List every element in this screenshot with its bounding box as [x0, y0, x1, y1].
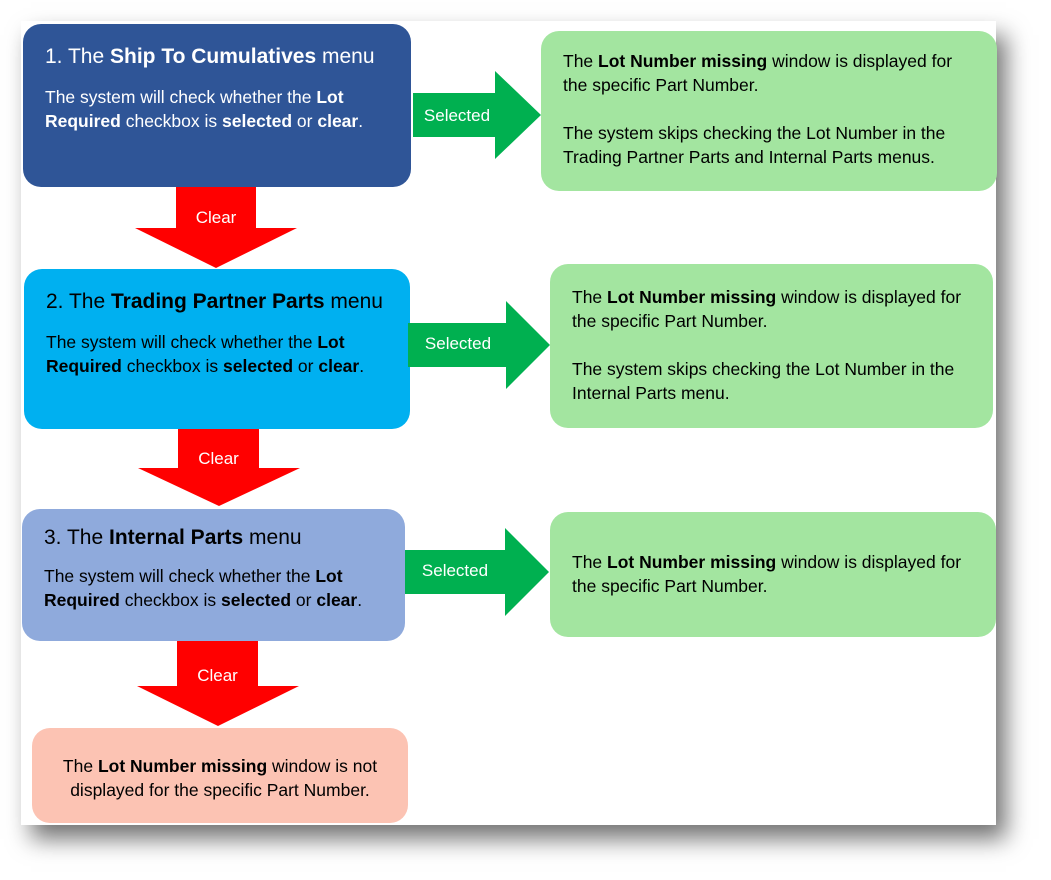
- body-text: .: [357, 590, 363, 610]
- step-3-title: 3. The Internal Parts menu: [44, 523, 383, 552]
- down-arrow-icon: [138, 429, 300, 506]
- outcome-1-box: The Lot Number missing window is display…: [541, 31, 997, 191]
- step-2-trading-partner-parts-box: 2. The Trading Partner Parts menu The sy…: [24, 269, 410, 429]
- outcome-text: The: [572, 287, 608, 307]
- window-name: Lot Number missing: [598, 51, 768, 71]
- diagram-canvas: 1. The Ship To Cumulatives menu The syst…: [21, 21, 997, 825]
- window-name: Lot Number missing: [607, 552, 777, 572]
- clear-arrow-3: Clear: [135, 641, 301, 727]
- title-text: The: [61, 526, 109, 549]
- selected-label: Selected: [423, 106, 491, 125]
- selected-arrow-1: Selected: [413, 71, 543, 159]
- title-text: menu: [324, 290, 383, 313]
- outcome-1-line-1: The Lot Number missing window is display…: [563, 49, 975, 97]
- title-text: menu: [243, 526, 302, 549]
- state-selected: selected: [222, 111, 293, 131]
- outcome-text: window is not displayed for the specific…: [70, 756, 378, 800]
- down-arrow-icon: [137, 641, 299, 726]
- body-text: or: [293, 356, 319, 376]
- outcome-2-line-2: The system skips checking the Lot Number…: [572, 359, 955, 403]
- state-selected: selected: [221, 590, 292, 610]
- clear-arrow-1: Clear: [133, 187, 299, 269]
- final-outcome-box: The Lot Number missing window is not dis…: [32, 728, 408, 823]
- selected-arrow-3: Selected: [405, 528, 551, 616]
- step-number: 3.: [44, 526, 62, 549]
- title-text: menu: [316, 45, 375, 68]
- body-text: The system will check whether the: [44, 566, 316, 586]
- state-selected: selected: [223, 356, 294, 376]
- body-text: The system will check whether the: [46, 332, 318, 352]
- step-3-description: The system will check whether the Lot Re…: [44, 564, 383, 612]
- menu-name: Ship To Cumulatives: [110, 45, 317, 68]
- window-name: Lot Number missing: [607, 287, 777, 307]
- body-text: The system will check whether the: [45, 87, 317, 107]
- title-text: The: [63, 290, 111, 313]
- state-clear: clear: [317, 111, 359, 131]
- right-arrow-icon: [408, 301, 550, 389]
- step-2-title: 2. The Trading Partner Parts menu: [46, 287, 388, 316]
- body-text: checkbox is: [121, 356, 224, 376]
- selected-arrow-2: Selected: [408, 301, 552, 389]
- outcome-text: window is displayed for the specific Par…: [563, 51, 953, 95]
- outcome-1-line-2: The system skips checking the Lot Number…: [563, 123, 946, 167]
- outcome-3-line-1: The Lot Number missing window is display…: [572, 550, 974, 598]
- body-text: .: [359, 356, 365, 376]
- clear-label: Clear: [198, 449, 239, 468]
- final-outcome-text: The Lot Number missing window is not dis…: [46, 754, 394, 802]
- selected-label: Selected: [424, 334, 492, 353]
- body-text: checkbox is: [120, 111, 223, 131]
- step-1-title: 1. The Ship To Cumulatives menu: [45, 42, 389, 71]
- clear-label: Clear: [197, 666, 238, 685]
- menu-name: Trading Partner Parts: [111, 290, 325, 313]
- selected-label: Selected: [421, 561, 489, 580]
- checkbox-name: Lot Required: [46, 332, 345, 376]
- outcome-text: The: [563, 51, 599, 71]
- outcome-2-line-1: The Lot Number missing window is display…: [572, 285, 971, 333]
- clear-arrow-2: Clear: [136, 429, 302, 507]
- right-arrow-icon: [405, 528, 549, 616]
- step-1-description: The system will check whether the Lot Re…: [45, 85, 389, 133]
- menu-name: Internal Parts: [109, 526, 244, 549]
- right-arrow-icon: [413, 71, 541, 159]
- down-arrow-icon: [135, 187, 297, 268]
- body-text: checkbox is: [119, 590, 222, 610]
- clear-label: Clear: [195, 208, 237, 227]
- body-text: or: [291, 590, 317, 610]
- body-text: or: [292, 111, 318, 131]
- title-text: The: [62, 45, 110, 68]
- checkbox-name: Lot Required: [44, 566, 343, 610]
- outcome-2-box: The Lot Number missing window is display…: [550, 264, 993, 428]
- state-clear: clear: [316, 590, 358, 610]
- step-number: 2.: [46, 290, 64, 313]
- outcome-3-box: The Lot Number missing window is display…: [550, 512, 996, 637]
- body-text: .: [358, 111, 364, 131]
- step-number: 1.: [45, 45, 63, 68]
- window-name: Lot Number missing: [97, 756, 268, 776]
- step-2-description: The system will check whether the Lot Re…: [46, 330, 388, 378]
- outcome-text: The: [62, 756, 98, 776]
- step-3-internal-parts-box: 3. The Internal Parts menu The system wi…: [22, 509, 405, 641]
- outcome-text: The: [572, 552, 608, 572]
- step-1-ship-to-cumulatives-box: 1. The Ship To Cumulatives menu The syst…: [23, 24, 411, 187]
- checkbox-name: Lot Required: [45, 87, 344, 131]
- outcome-text: window is displayed for the specific Par…: [572, 552, 962, 596]
- outcome-text: window is displayed for the specific Par…: [572, 287, 962, 331]
- state-clear: clear: [318, 356, 360, 376]
